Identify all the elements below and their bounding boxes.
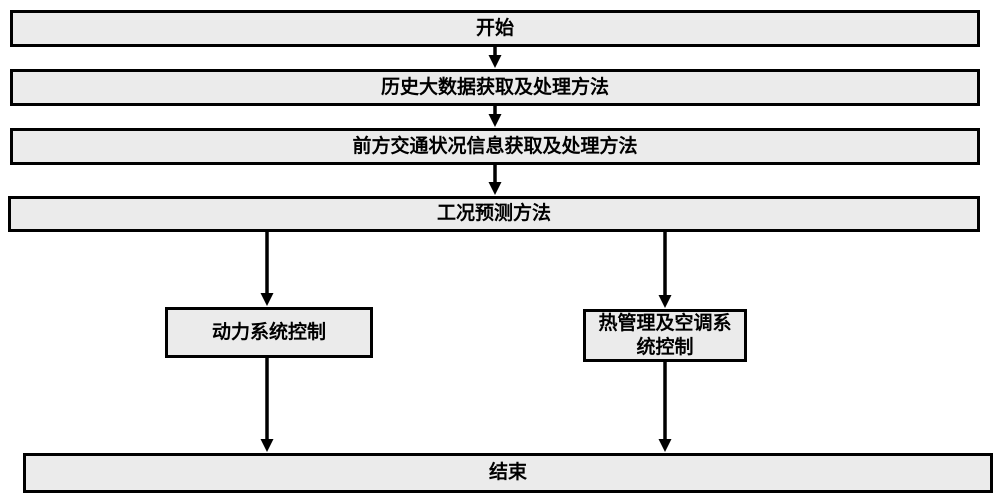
arrow-prediction-to-power [260,232,274,306]
node-end-label: 结束 [488,462,527,484]
arrow-power-to-end [260,358,274,452]
arrow-start-to-history [488,47,502,68]
arrow-traffic-to-prediction [488,165,502,195]
node-traffic-info: 前方交通状况信息获取及处理方法 [10,128,980,165]
node-start-label: 开始 [475,17,514,39]
arrow-thermal-to-end [658,362,672,452]
node-traffic-info-label: 前方交通状况信息获取及处理方法 [352,135,638,157]
node-condition-prediction-label: 工况预测方法 [436,203,551,225]
node-condition-prediction: 工况预测方法 [8,196,980,232]
node-thermal-ac-control: 热管理及空调系统控制 [583,309,747,362]
node-power-system-control: 动力系统控制 [165,307,373,358]
node-thermal-ac-control-label: 热管理及空调系统控制 [598,312,732,358]
node-history-big-data-label: 历史大数据获取及处理方法 [380,76,609,98]
node-end: 结束 [23,453,993,493]
node-power-system-control-label: 动力系统控制 [211,321,326,343]
arrow-history-to-traffic [488,106,502,127]
node-start: 开始 [10,10,980,47]
node-history-big-data: 历史大数据获取及处理方法 [10,69,980,106]
arrow-prediction-to-thermal [658,232,672,308]
